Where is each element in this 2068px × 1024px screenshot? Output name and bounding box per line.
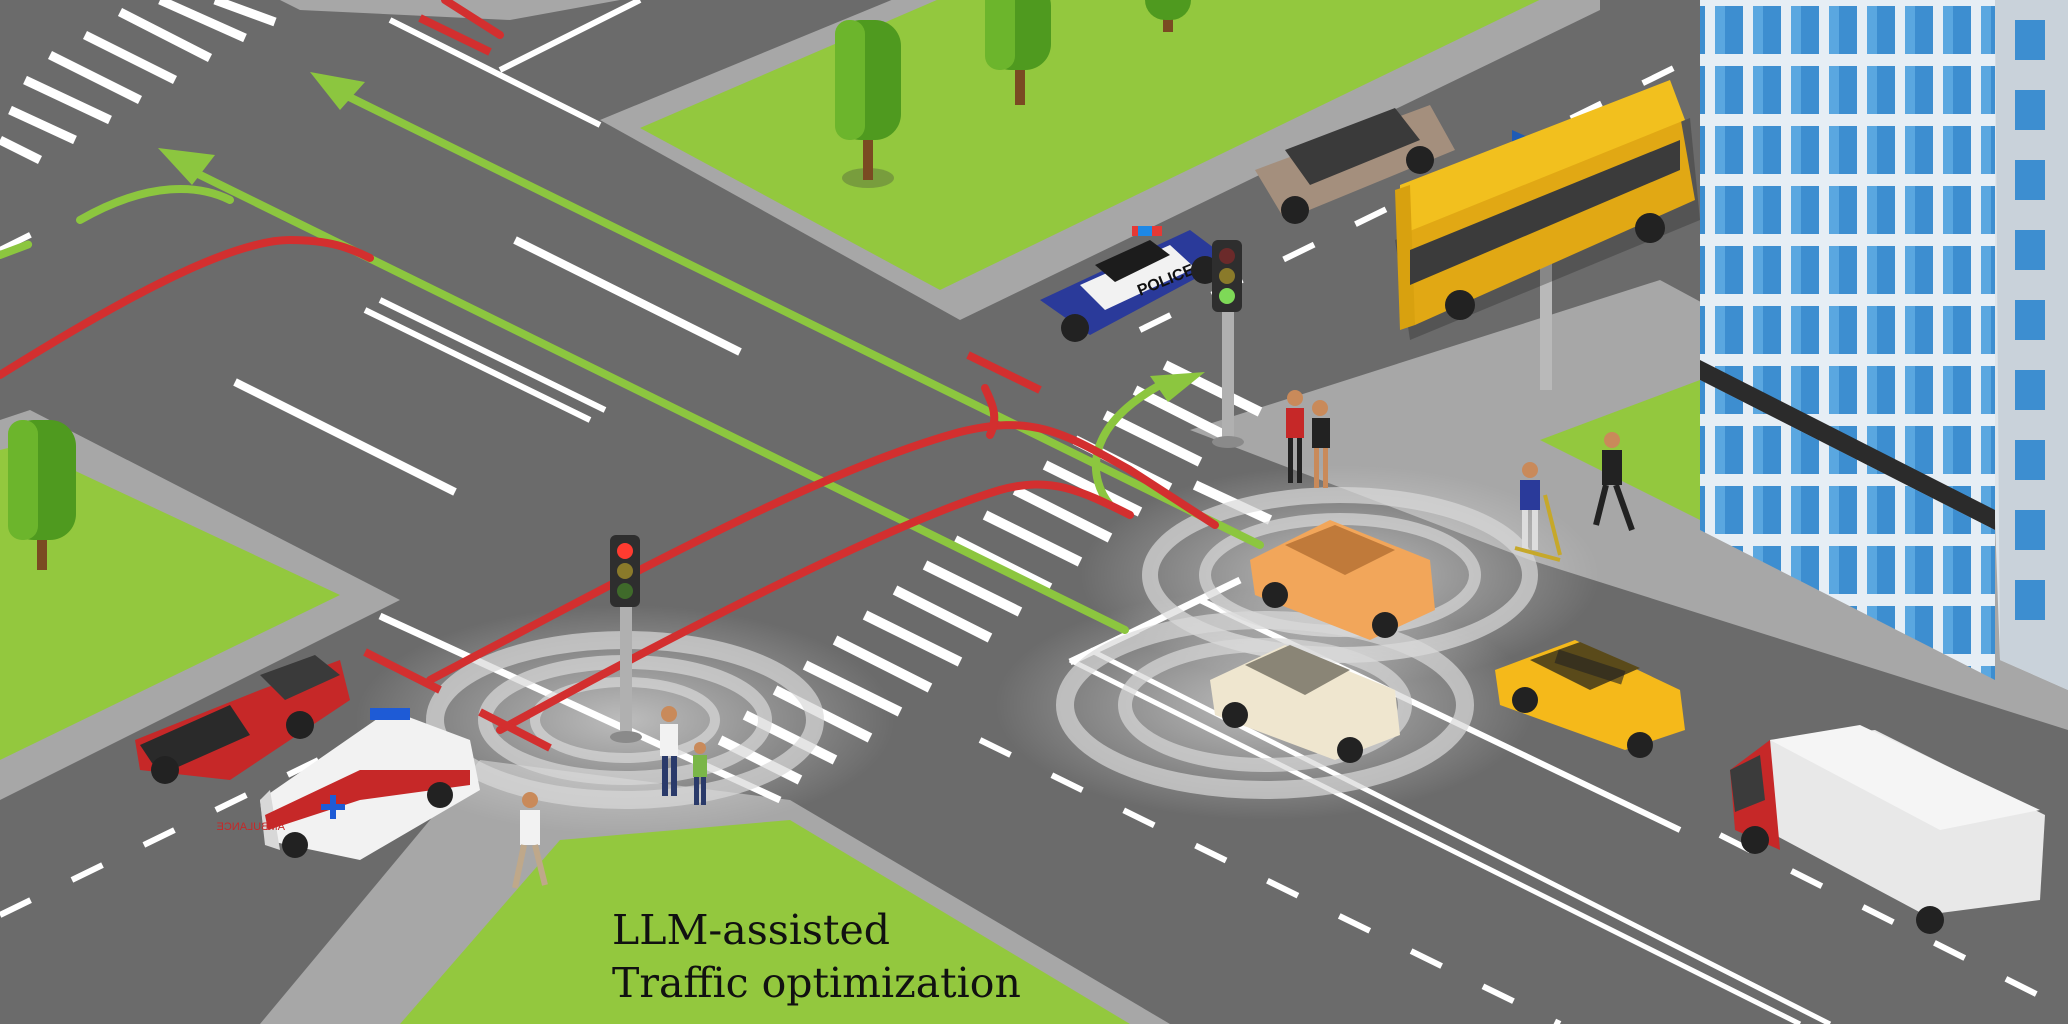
pickup-truck-red: [135, 655, 350, 784]
pedestrian: [1286, 390, 1304, 483]
caption-line-1: LLM-assisted: [612, 906, 890, 954]
ambulance: AMBULANCE: [217, 708, 480, 860]
tree: [8, 420, 76, 570]
red-routes: [0, 0, 1219, 734]
pedestrian: [660, 706, 678, 796]
car-beige: [1255, 105, 1455, 224]
green-arrowheads: [158, 72, 1205, 402]
truck: [1730, 725, 2045, 934]
car-orange: [1250, 520, 1435, 640]
pedestrian: [1593, 432, 1635, 532]
block-left: [0, 410, 400, 800]
crosswalk-top-left: [0, 0, 277, 165]
tree: [1145, 0, 1191, 32]
ambulance-label: AMBULANCE: [217, 821, 285, 833]
pedestrian-scooter: [1514, 462, 1562, 562]
block-top-left: [280, 0, 620, 20]
car-white: [1210, 645, 1400, 763]
tree: [835, 20, 901, 188]
star-of-life-icon: [321, 795, 345, 819]
bus: [1395, 80, 1700, 340]
tree: [985, 0, 1051, 105]
traffic-light-right: [1212, 240, 1244, 448]
pedestrian-child: [693, 742, 707, 805]
block-bottom: [260, 760, 1170, 1024]
caption-line-2: Traffic optimization: [612, 959, 1021, 1007]
pedestrian: [1312, 400, 1330, 488]
office-building: [1700, 0, 2068, 690]
pedestrian-elderly: [512, 792, 548, 889]
caption: LLM-assisted Traffic optimization: [612, 904, 1021, 1010]
red-stop-bars: [363, 14, 1042, 752]
car-taxi: [1495, 640, 1685, 758]
traffic-light-left: [610, 535, 642, 743]
